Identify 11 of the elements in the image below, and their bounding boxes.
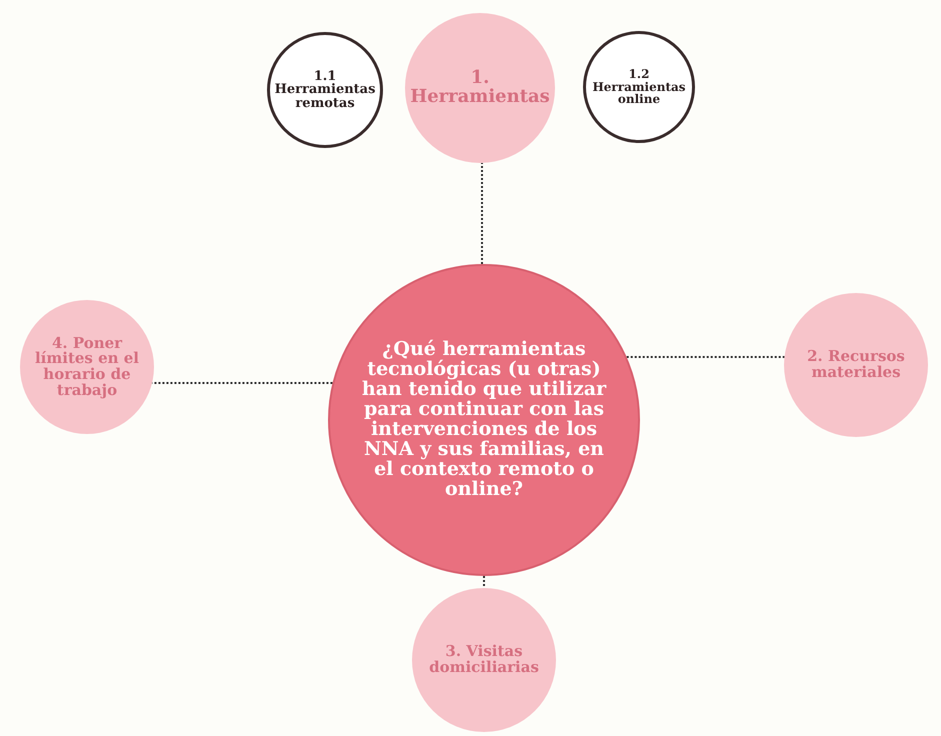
node-text: 1.2 Herramientas online — [591, 68, 687, 106]
node-text: 3. Visitas domiciliarias — [428, 644, 540, 676]
node-text: ¿Qué herramientas tecnológicas (u otras) han tenido que utilizar para continuar con las intervenciones de los NNA y sus familias, en el contexto remoto o online? — [360, 340, 608, 500]
node-text: 1.1 Herramientas remotas — [274, 70, 376, 110]
dotted-connector — [481, 162, 483, 264]
dotted-connector — [626, 356, 784, 358]
node-text: 1. Herramientas — [409, 69, 551, 107]
dotted-connector — [152, 382, 332, 384]
dotted-connector — [483, 576, 485, 588]
node-text: 2. Recursos materiales — [806, 349, 906, 381]
node-text: 4. Poner límites en el horario de trabajo — [34, 336, 140, 398]
